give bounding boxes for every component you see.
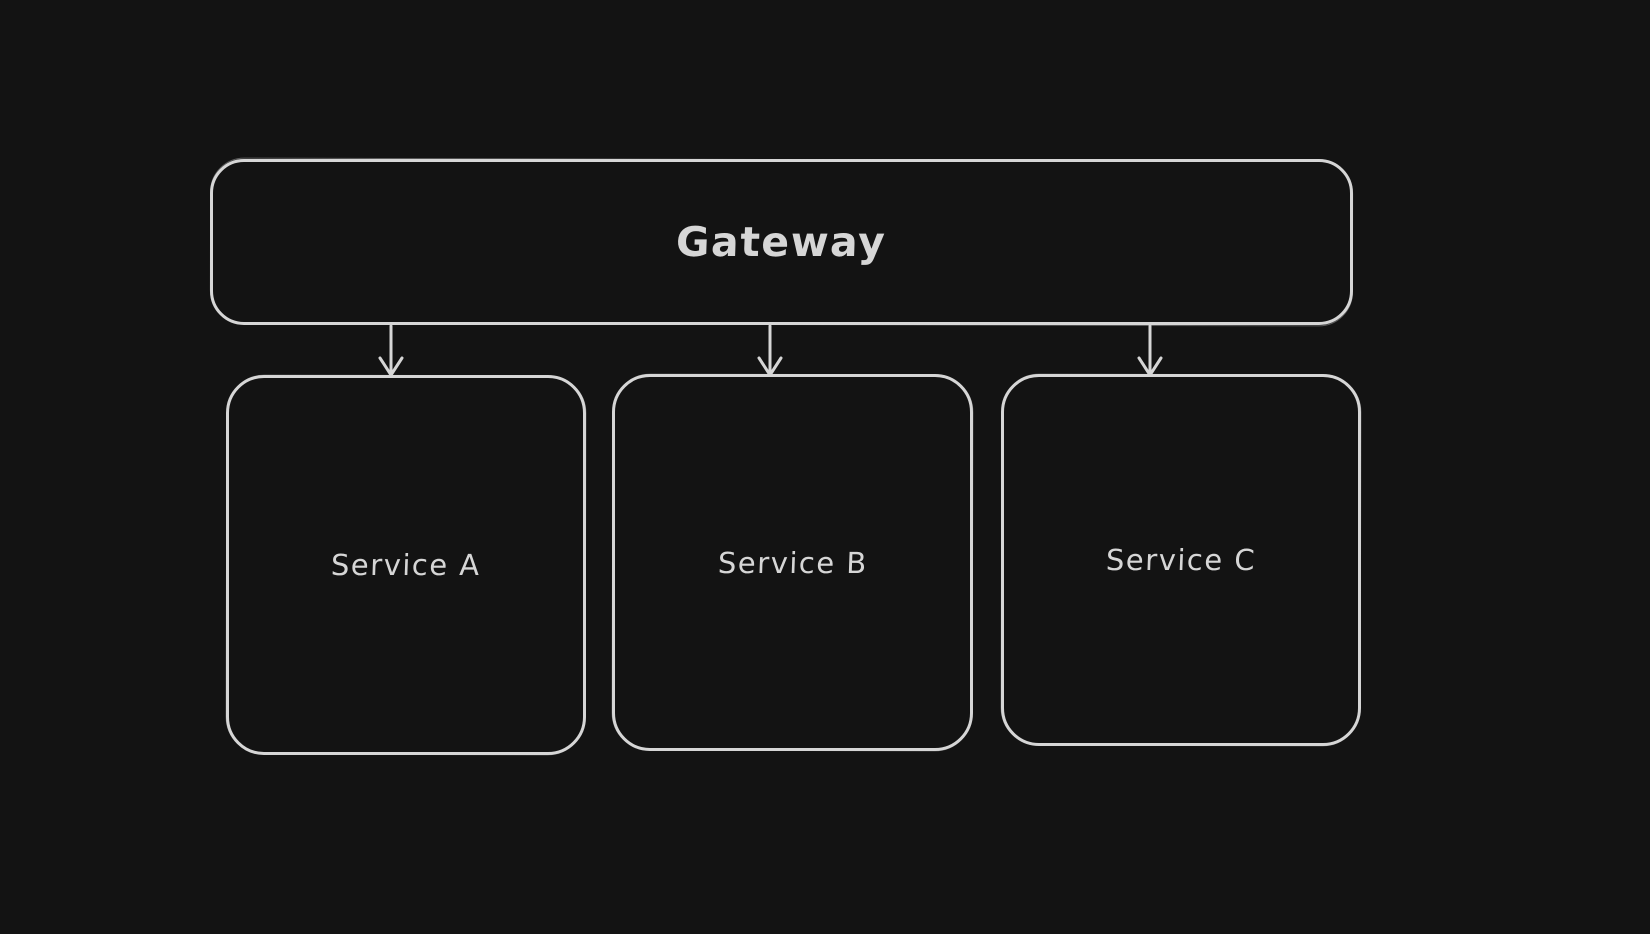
- arrow-gateway-to-service-a[interactable]: [369, 325, 413, 379]
- service-c-label: Service C: [1105, 543, 1257, 577]
- arrow-down-icon: [378, 325, 404, 377]
- gateway-label: Gateway: [675, 218, 888, 266]
- arrow-down-icon: [1137, 325, 1163, 377]
- arrow-down-icon: [757, 325, 783, 377]
- gateway-node[interactable]: Gateway: [210, 159, 1353, 325]
- arrow-gateway-to-service-c[interactable]: [1128, 325, 1172, 379]
- service-a-label: Service A: [330, 548, 482, 582]
- service-a-node[interactable]: Service A: [226, 375, 586, 755]
- service-b-label: Service B: [717, 545, 868, 580]
- arrow-gateway-to-service-b[interactable]: [748, 325, 792, 379]
- service-c-node[interactable]: Service C: [1001, 374, 1361, 746]
- service-b-node[interactable]: Service B: [612, 374, 973, 751]
